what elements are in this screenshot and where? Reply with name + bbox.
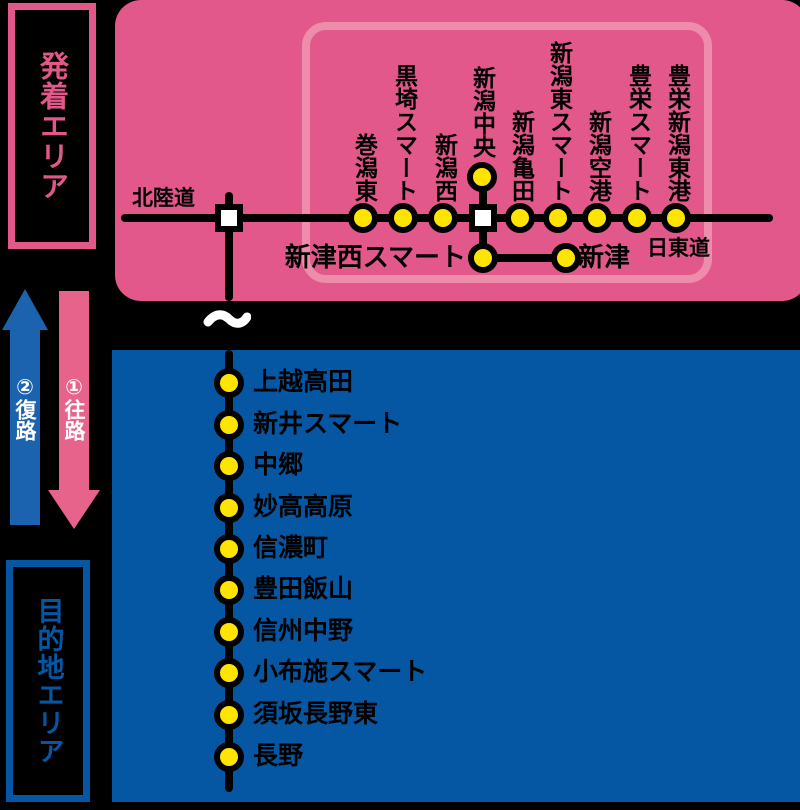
station-dot [543, 203, 573, 233]
station-label: 豊栄スマート [624, 64, 651, 202]
return-arrow [10, 326, 40, 525]
station-dot [214, 368, 244, 398]
station-label: 新津西スマート [284, 243, 466, 273]
station-label: 巻潟東 [350, 133, 377, 202]
station-dot [214, 451, 244, 481]
station-label: 信濃町 [253, 533, 329, 562]
niitsu-branch-line [483, 254, 568, 262]
station-label: 上越高田 [253, 367, 354, 396]
station-label: 新津 [578, 243, 631, 273]
station-label: 中郷 [253, 450, 304, 479]
station-label: 新潟中央 [468, 66, 495, 158]
station-dot [214, 617, 244, 647]
station-label: 豊田飯山 [253, 574, 354, 603]
station-dot [428, 203, 458, 233]
station-dot [661, 203, 691, 233]
station-label: 新潟亀田 [507, 110, 534, 202]
station-dot [468, 243, 498, 273]
station-label: 妙高高原 [253, 492, 354, 521]
destination-line [225, 350, 233, 792]
station-dot [214, 534, 244, 564]
station-dot [214, 742, 244, 772]
station-dot [214, 658, 244, 688]
station-dot [348, 203, 378, 233]
destination-area-label-box: 目的地エリア [6, 560, 90, 802]
niigata-stations-outline [302, 22, 712, 283]
station-label: 新潟西 [430, 133, 457, 202]
station-dot [551, 243, 581, 273]
station-label: 須坂長野東 [253, 699, 379, 728]
junction-branch-line [225, 192, 233, 301]
junction-marker [215, 204, 243, 232]
junction-marker [469, 204, 497, 232]
return-arrow-head-icon [2, 289, 48, 330]
gap-wave-icon [203, 310, 251, 328]
station-label: 新潟東スマート [545, 41, 572, 202]
station-label: 新潟空港 [584, 110, 611, 202]
station-dot [582, 203, 612, 233]
station-dot [388, 203, 418, 233]
station-label: 豊栄新潟東港 [663, 64, 690, 202]
departure-area-label-box: 発着エリア [8, 3, 96, 249]
hokuriku-expressway-label: 北陸道 [132, 186, 195, 210]
station-dot [214, 575, 244, 605]
outbound-arrow-head-icon [48, 490, 100, 529]
station-dot [467, 162, 497, 192]
station-label: 新井スマート [253, 409, 403, 438]
outbound-arrow [59, 291, 89, 492]
station-dot [622, 203, 652, 233]
station-label: 黒埼スマート [390, 64, 417, 202]
outbound-arrow-label: ①往路 [62, 375, 86, 441]
return-arrow-label: ②復路 [13, 375, 37, 441]
nitto-expressway-label: 日東道 [647, 236, 710, 260]
departure-area-label: 発着エリア [35, 51, 70, 201]
station-dot [505, 203, 535, 233]
station-dot [214, 410, 244, 440]
destination-area-label: 目的地エリア [32, 597, 64, 765]
station-dot [214, 700, 244, 730]
station-label: 信州中野 [253, 616, 354, 645]
station-label: 長野 [253, 741, 304, 770]
station-dot [214, 493, 244, 523]
station-label: 小布施スマート [253, 657, 428, 686]
